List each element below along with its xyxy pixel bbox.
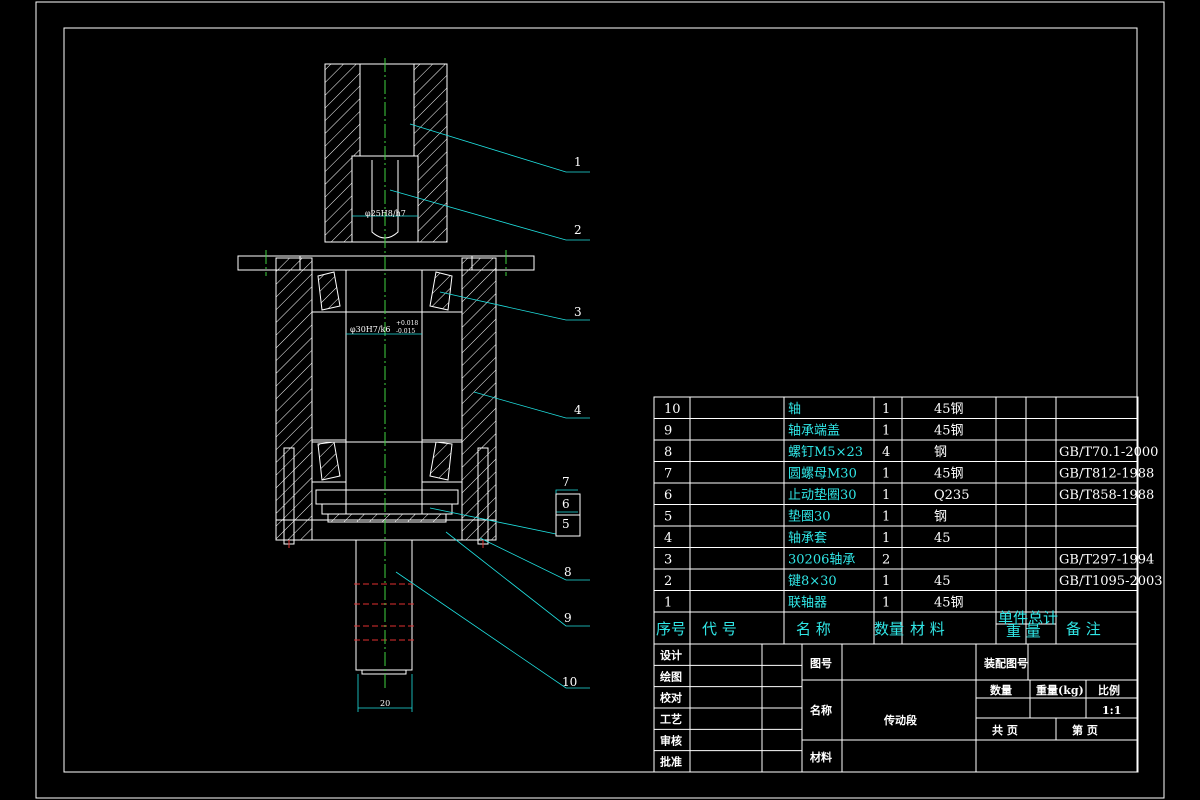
parts-cell-material: 45钢 bbox=[934, 424, 964, 439]
parts-cell-material: 45钢 bbox=[934, 402, 964, 417]
weight-label: 重量(kg) bbox=[1036, 683, 1084, 697]
parts-cell-qty: 1 bbox=[882, 402, 890, 417]
callouts: 1 2 3 4 5 6 7 8 9 10 bbox=[555, 155, 582, 689]
header-unit-weight: 单件 bbox=[998, 609, 1028, 627]
parts-cell-material: 钢 bbox=[934, 445, 947, 460]
parts-cell-name: 止动垫圈30 bbox=[788, 487, 857, 503]
parts-cell-std: GB/T858-1988 bbox=[1059, 488, 1154, 503]
parts-cell-name: 键8×30 bbox=[788, 574, 837, 589]
bearing-top bbox=[311, 269, 463, 313]
parts-cell-std: GB/T70.1-2000 bbox=[1059, 445, 1158, 460]
assembly-view: φ25H8/h7 φ30H7/k6 +0.018 -0.015 20 bbox=[237, 58, 590, 712]
scale-label: 比例 bbox=[1098, 683, 1120, 697]
header-total-weight: 总计 bbox=[1028, 609, 1058, 627]
assembly-no-label: 装配图号 bbox=[983, 656, 1028, 670]
title-role: 绘图 bbox=[660, 669, 682, 683]
parts-cell-qty: 4 bbox=[882, 445, 890, 460]
title-role: 校对 bbox=[660, 691, 682, 705]
total-sheets: 共 页 bbox=[992, 723, 1018, 737]
title-role: 批准 bbox=[660, 755, 682, 769]
callout-3: 3 bbox=[574, 305, 582, 319]
parts-cell-no: 7 bbox=[664, 467, 672, 482]
parts-cell-no: 10 bbox=[664, 402, 681, 417]
parts-cell-no: 8 bbox=[664, 445, 672, 460]
sheet-no: 第 页 bbox=[1072, 723, 1098, 737]
dim-length: 20 bbox=[380, 699, 390, 708]
callout-1: 1 bbox=[574, 155, 582, 169]
title-role: 审核 bbox=[660, 733, 682, 747]
parts-cell-no: 4 bbox=[664, 531, 672, 546]
callout-10: 10 bbox=[562, 675, 577, 689]
dim-d1: φ25H8/h7 bbox=[365, 209, 406, 218]
round-nut bbox=[315, 489, 459, 505]
callout-5: 5 bbox=[562, 517, 570, 531]
header-remark: 备 注 bbox=[1066, 620, 1101, 638]
parts-cell-qty: 1 bbox=[882, 488, 890, 503]
parts-cell-qty: 1 bbox=[882, 596, 890, 611]
parts-cell-qty: 1 bbox=[882, 531, 890, 546]
dim-d2-lower: -0.015 bbox=[396, 328, 415, 335]
header-material: 材 料 bbox=[910, 620, 945, 638]
parts-cell-std: GB/T297-1994 bbox=[1059, 553, 1154, 568]
parts-cell-no: 6 bbox=[664, 488, 672, 503]
header-code: 代 号 bbox=[702, 620, 737, 638]
parts-cell-material: 45钢 bbox=[934, 596, 964, 611]
parts-cell-name: 轴 bbox=[788, 402, 801, 417]
name-label: 名称 bbox=[810, 703, 832, 717]
header-no: 序号 bbox=[656, 620, 686, 638]
outer-frame bbox=[35, 1, 1165, 799]
parts-cell-no: 9 bbox=[664, 424, 672, 439]
parts-cell-name: 联轴器 bbox=[788, 596, 827, 611]
parts-cell-std: GB/T1095-2003 bbox=[1059, 574, 1163, 589]
callout-9: 9 bbox=[564, 611, 572, 625]
parts-cell-no: 5 bbox=[664, 510, 672, 525]
parts-cell-name: 垫圈30 bbox=[788, 509, 831, 525]
parts-cell-material: 45钢 bbox=[934, 467, 964, 482]
inner-frame bbox=[63, 27, 1138, 773]
parts-cell-std: GB/T812-1988 bbox=[1059, 467, 1154, 482]
material-label: 材料 bbox=[810, 750, 832, 764]
header-qty: 数量 bbox=[874, 620, 904, 638]
scale-value: 1:1 bbox=[1102, 704, 1121, 717]
header-name: 名 称 bbox=[796, 620, 831, 638]
shaft-body bbox=[345, 269, 423, 517]
output-shaft bbox=[355, 539, 413, 671]
title-role: 设计 bbox=[660, 648, 682, 662]
parts-cell-qty: 2 bbox=[882, 553, 890, 568]
header-weight: 重 量 bbox=[1006, 622, 1041, 640]
dim-d2: φ30H7/k6 bbox=[350, 325, 390, 334]
parts-cell-qty: 1 bbox=[882, 510, 890, 525]
parts-cell-name: 30206轴承 bbox=[788, 553, 855, 568]
title-role: 工艺 bbox=[660, 712, 682, 726]
parts-cell-name: 轴承端盖 bbox=[788, 424, 840, 439]
parts-cell-material: 45 bbox=[934, 531, 951, 546]
callout-4: 4 bbox=[574, 403, 582, 417]
bearing-bottom bbox=[311, 439, 463, 483]
parts-cell-name: 圆螺母M30 bbox=[788, 467, 857, 482]
callout-7: 7 bbox=[562, 475, 570, 489]
parts-cell-qty: 1 bbox=[882, 424, 890, 439]
qty-label: 数量 bbox=[990, 683, 1012, 697]
parts-cell-material: 钢 bbox=[934, 510, 947, 525]
parts-cell-no: 2 bbox=[664, 574, 672, 589]
parts-cell-no: 1 bbox=[664, 596, 672, 611]
dim-d2-upper: +0.018 bbox=[396, 320, 418, 327]
callout-6: 6 bbox=[562, 497, 570, 511]
callout-2: 2 bbox=[574, 223, 582, 237]
parts-cell-qty: 1 bbox=[882, 467, 890, 482]
parts-cell-no: 3 bbox=[664, 553, 672, 568]
parts-cell-name: 螺钉M5×23 bbox=[788, 445, 863, 460]
parts-cell-material: 45 bbox=[934, 574, 951, 589]
drawing-no-label: 图号 bbox=[810, 657, 832, 670]
parts-cell-name: 轴承套 bbox=[788, 530, 827, 546]
callout-8: 8 bbox=[564, 565, 572, 579]
parts-cell-material: Q235 bbox=[934, 488, 969, 503]
parts-cell-qty: 1 bbox=[882, 574, 890, 589]
name-value: 传动段 bbox=[883, 713, 917, 727]
